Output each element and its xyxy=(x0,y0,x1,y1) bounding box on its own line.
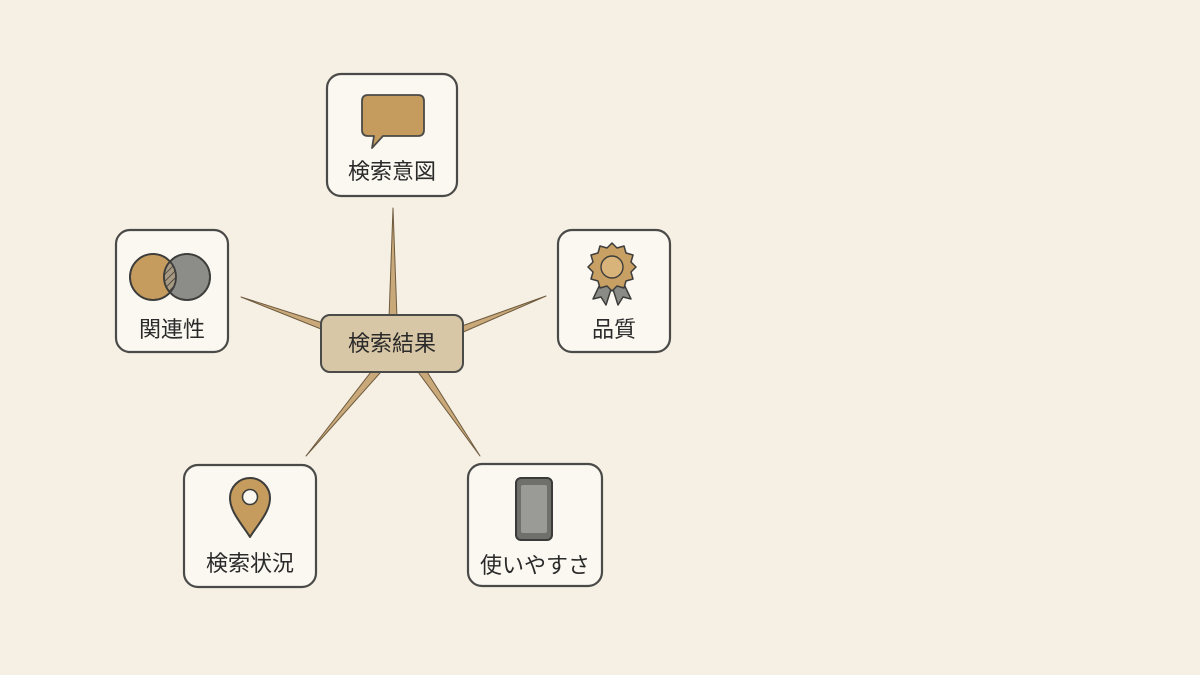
connector-to-relevance xyxy=(240,296,324,330)
connector-to-usability xyxy=(417,366,481,457)
node-relevance: 関連性 xyxy=(114,228,230,354)
context-label: 検索状況 xyxy=(206,552,294,577)
connector-to-quality xyxy=(458,295,547,334)
quality-label: 品質 xyxy=(592,318,636,343)
node-search-intent: 検索意図 xyxy=(325,72,459,198)
venn-diagram-icon xyxy=(129,253,211,301)
usability-label: 使いやすさ xyxy=(480,554,590,579)
speech-bubble-icon xyxy=(361,94,425,149)
map-pin-icon xyxy=(229,477,271,538)
center-node: 検索結果 xyxy=(320,314,464,373)
relevance-label: 関連性 xyxy=(139,318,205,343)
smartphone-icon xyxy=(515,477,553,541)
node-search-context: 検索状況 xyxy=(182,463,318,589)
connector-to-intent xyxy=(388,207,398,319)
connector-to-context xyxy=(305,367,381,457)
node-quality: 品質 xyxy=(556,228,672,354)
center-label: 検索結果 xyxy=(348,332,436,357)
node-usability: 使いやすさ xyxy=(466,462,604,588)
intent-label: 検索意図 xyxy=(348,160,436,185)
connectors xyxy=(240,207,547,457)
award-ribbon-icon xyxy=(587,242,637,306)
